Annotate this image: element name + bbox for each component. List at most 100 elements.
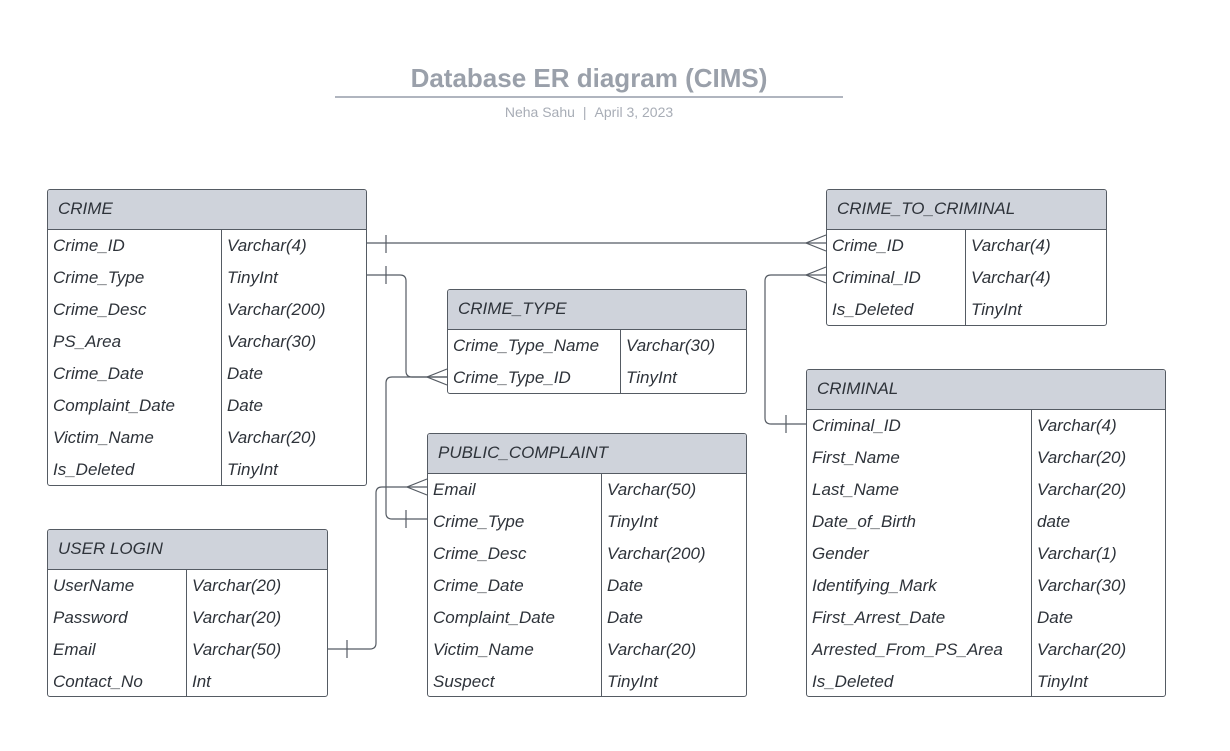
field-type: TinyInt	[227, 268, 278, 287]
field-name: Contact_No	[48, 666, 187, 696]
field-type: Varchar(30)	[1037, 576, 1127, 595]
entity-crime-type[interactable]: CRIME_TYPE Crime_Type_Name Varchar(30) Cri…	[447, 289, 747, 394]
connector-user-login-to-complaint	[327, 486, 427, 650]
entity-header: PUBLIC_COMPLAINT	[428, 434, 746, 474]
many-marker-complaint-email	[405, 478, 428, 496]
field-name: Crime_Date	[48, 358, 222, 390]
field-type: Varchar(20)	[192, 576, 282, 595]
field-type: Varchar(4)	[971, 268, 1051, 287]
connector-criminal-to-crime-to-criminal	[764, 274, 826, 425]
field-type: Date	[607, 576, 643, 595]
field-type: Date	[607, 608, 643, 627]
field-type: Date	[227, 396, 263, 415]
diagram-subtitle: Neha Sahu | April 3, 2023	[335, 102, 843, 122]
field-name: Email	[48, 634, 187, 666]
field-name: UserName	[48, 570, 187, 602]
entity-public-complaint[interactable]: PUBLIC_COMPLAINT Email Varchar(50) Crime_T…	[427, 433, 747, 697]
entity-header: USER LOGIN	[48, 530, 327, 570]
field-type: TinyInt	[227, 460, 278, 479]
field-type: Varchar(20)	[1037, 480, 1127, 499]
entity-header: CRIME_TYPE	[448, 290, 746, 330]
many-marker-ctc-criminal-id	[804, 266, 827, 284]
field-row: Email Varchar(50)	[48, 634, 327, 666]
field-type: Int	[192, 672, 211, 691]
many-marker-ctc-crime-id	[804, 234, 827, 252]
field-type: Varchar(20)	[227, 428, 317, 447]
field-type: Varchar(4)	[227, 236, 307, 255]
field-name: Victim_Name	[48, 422, 222, 454]
field-name: Complaint_Date	[428, 602, 602, 634]
field-name: Crime_Desc	[428, 538, 602, 570]
connector-crime-to-crime-type	[367, 274, 447, 378]
field-name: Is_Deleted	[48, 454, 222, 485]
field-type: Varchar(200)	[227, 300, 326, 319]
field-type: Varchar(4)	[971, 236, 1051, 255]
field-row: Victim_Name Varchar(20)	[48, 422, 366, 454]
field-row: Victim_Name Varchar(20)	[428, 634, 746, 666]
subtitle-separator: |	[582, 104, 587, 120]
field-name: Crime_Type_Name	[448, 330, 621, 362]
field-type: Varchar(20)	[607, 640, 697, 659]
field-name: Crime_Type	[48, 262, 222, 294]
field-type: Varchar(20)	[1037, 448, 1127, 467]
field-row: Crime_ID Varchar(4)	[827, 230, 1106, 262]
field-name: Crime_Type	[428, 506, 602, 538]
field-name: Crime_Date	[428, 570, 602, 602]
field-name: Last_Name	[807, 474, 1032, 506]
field-name: Crime_ID	[827, 230, 966, 262]
field-type: TinyInt	[607, 512, 658, 531]
field-type: Varchar(20)	[192, 608, 282, 627]
field-row: Crime_Desc Varchar(200)	[48, 294, 366, 326]
field-name: PS_Area	[48, 326, 222, 358]
field-row: Last_Name Varchar(20)	[807, 474, 1165, 506]
field-row: Crime_Type_ID TinyInt	[448, 362, 746, 393]
field-type: Varchar(20)	[1037, 640, 1127, 659]
field-type: Varchar(4)	[1037, 416, 1117, 435]
field-row: First_Name Varchar(20)	[807, 442, 1165, 474]
field-name: Gender	[807, 538, 1032, 570]
field-row: Email Varchar(50)	[428, 474, 746, 506]
field-row: Crime_Date Date	[428, 570, 746, 602]
title-divider	[335, 96, 843, 98]
field-name: Is_Deleted	[827, 294, 966, 325]
field-type: TinyInt	[1037, 672, 1088, 691]
field-name: Victim_Name	[428, 634, 602, 666]
field-name: Crime_Desc	[48, 294, 222, 326]
field-type: Varchar(50)	[192, 640, 282, 659]
field-type: Varchar(30)	[626, 336, 716, 355]
field-type: TinyInt	[626, 368, 677, 387]
author-name: Neha Sahu	[504, 104, 575, 120]
field-name: Date_of_Birth	[807, 506, 1032, 538]
field-name: Crime_Type_ID	[448, 362, 621, 393]
field-type: Date	[227, 364, 263, 383]
field-type: Varchar(50)	[607, 480, 697, 499]
field-row: Criminal_ID Varchar(4)	[807, 410, 1165, 442]
field-name: Criminal_ID	[807, 410, 1032, 442]
field-row: UserName Varchar(20)	[48, 570, 327, 602]
entity-header: CRIME	[48, 190, 366, 230]
diagram-date: April 3, 2023	[594, 104, 674, 120]
field-type: Date	[1037, 608, 1073, 627]
field-row: Is_Deleted TinyInt	[48, 454, 366, 485]
field-row: Complaint_Date Date	[428, 602, 746, 634]
field-name: Email	[428, 474, 602, 506]
field-name: Is_Deleted	[807, 666, 1032, 696]
field-name: First_Name	[807, 442, 1032, 474]
field-type: Varchar(1)	[1037, 544, 1117, 563]
diagram-title: Database ER diagram (CIMS)	[410, 63, 768, 93]
